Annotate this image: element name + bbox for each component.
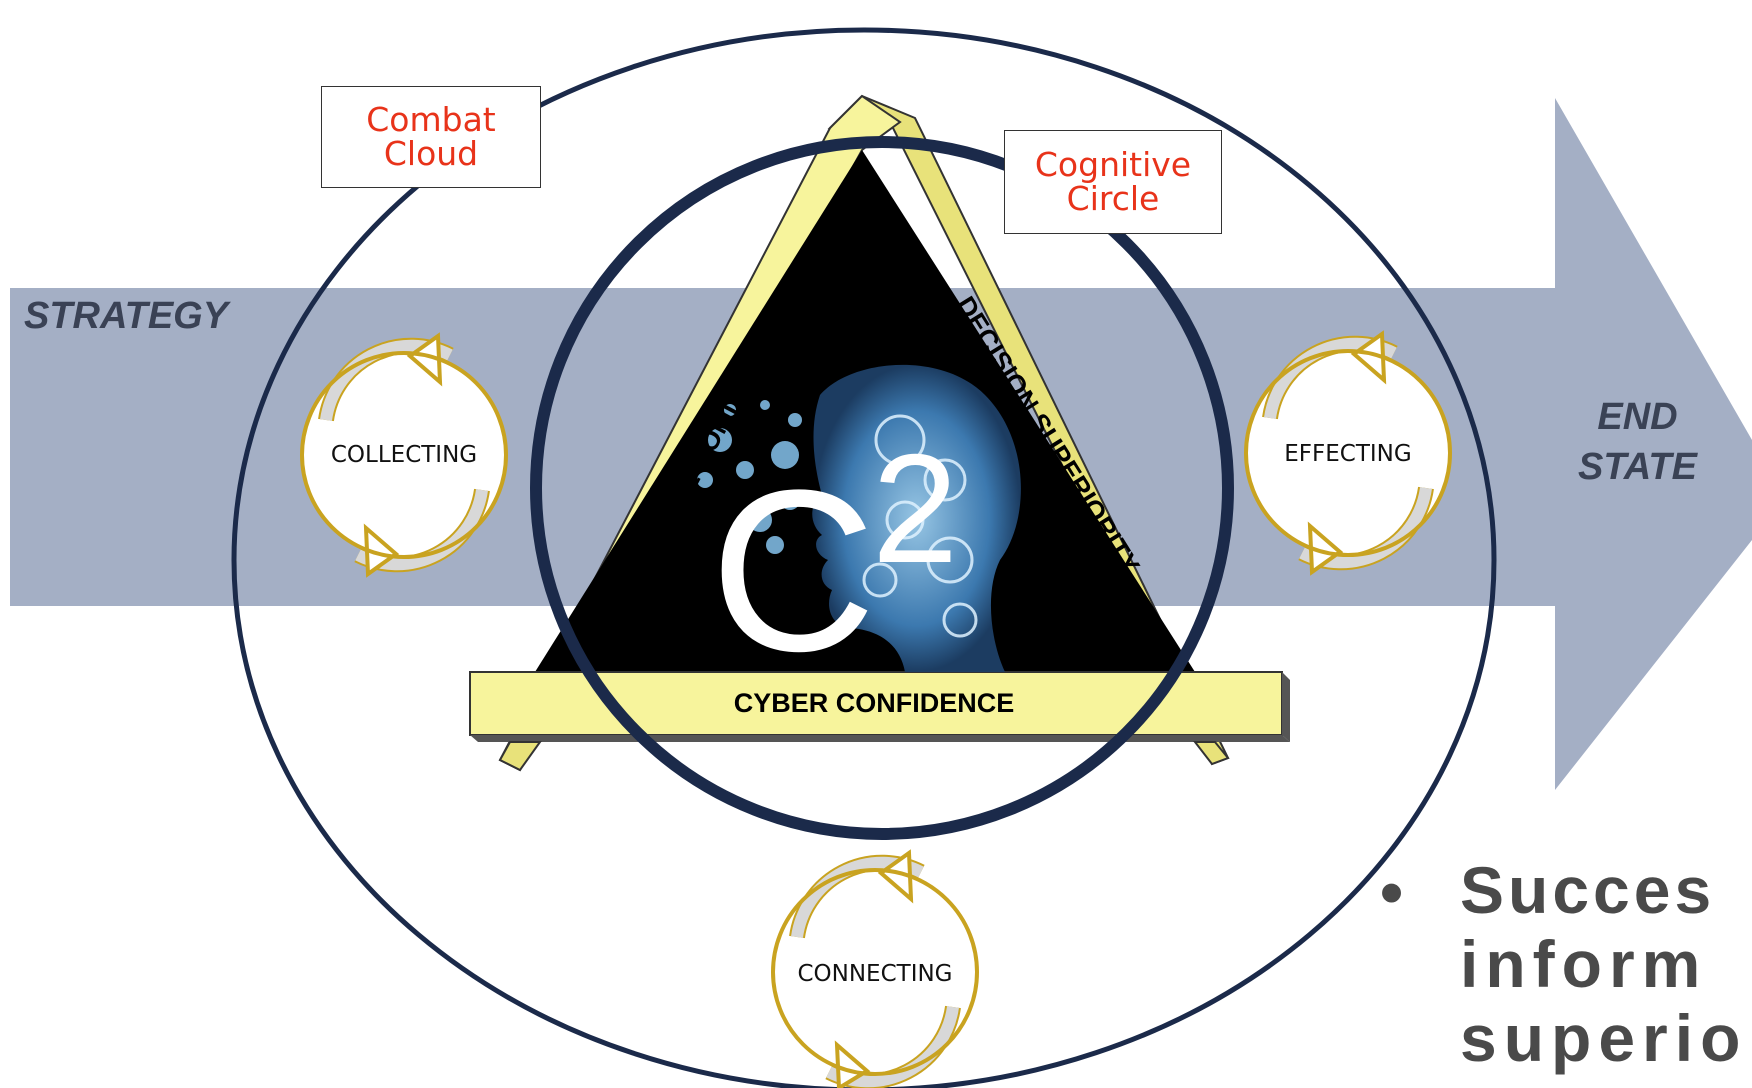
end-state-line2: STATE <box>1578 446 1697 488</box>
combat-cloud-label: Combat Cloud <box>321 86 541 188</box>
c2-superscript-glyph: 2 <box>872 422 958 595</box>
c2-main-glyph: C <box>710 442 876 699</box>
collecting-cycle <box>300 332 508 578</box>
cognitive-circle-line2: Circle <box>1066 179 1160 218</box>
combat-cloud-ring <box>231 27 1497 1088</box>
end-state-line1: END <box>1597 396 1678 438</box>
end-state-label: END STATE <box>1578 392 1697 492</box>
bullet-line-3: superio <box>1460 1001 1748 1075</box>
bullet-line-2: inform <box>1460 927 1708 1001</box>
combat-cloud-line1: Combat <box>366 100 496 139</box>
head-gears-image: C 2 <box>697 364 1021 699</box>
cyber-confidence-label: CYBER CONFIDENCE <box>734 688 1015 718</box>
bullet-marker: • <box>1380 855 1408 929</box>
effecting-label: EFFECTING <box>1284 441 1412 467</box>
effecting-cycle <box>1244 330 1452 576</box>
connecting-cycle <box>771 849 979 1088</box>
cognitive-circle-ring <box>530 136 1234 840</box>
bullet-line-1: Succes <box>1460 853 1716 927</box>
cognitive-circle-line1: Cognitive <box>1034 145 1192 184</box>
strategy-label: STRATEGY <box>24 295 229 337</box>
collecting-label: COLLECTING <box>330 442 478 468</box>
combat-cloud-line2: Cloud <box>383 134 479 173</box>
cognitive-circle-label: Cognitive Circle <box>1004 130 1222 234</box>
connecting-label: CONNECTING <box>797 961 953 987</box>
